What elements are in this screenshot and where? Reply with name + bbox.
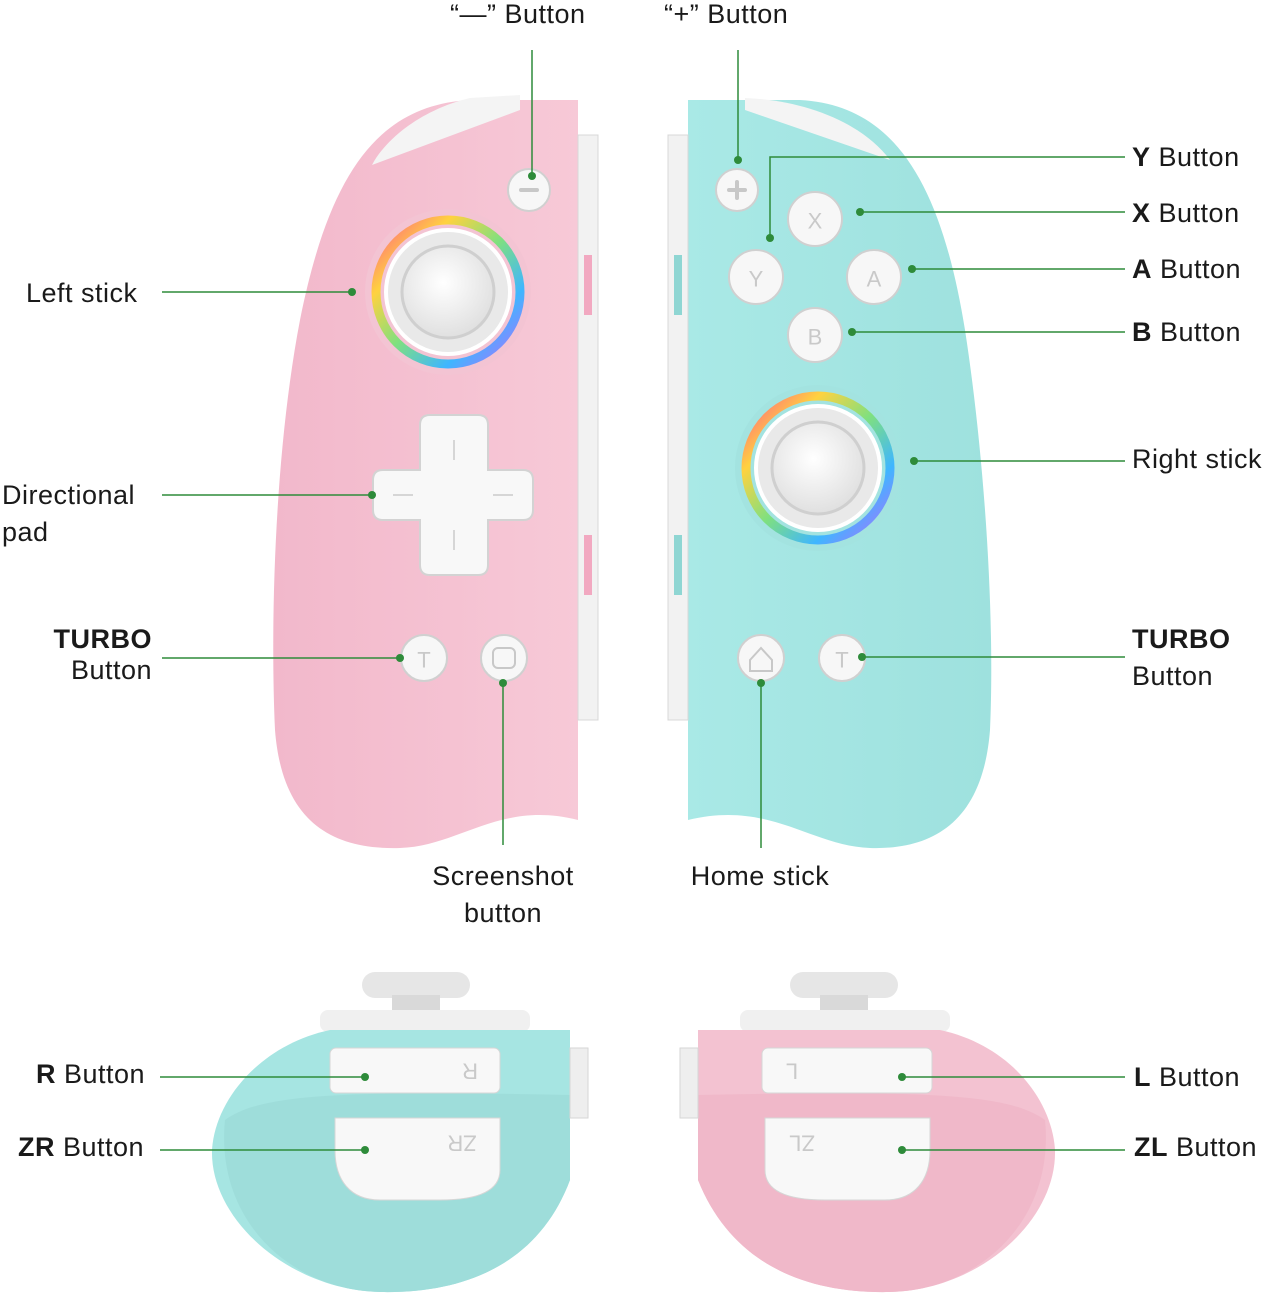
r-button-label: R Button	[36, 1059, 146, 1089]
left-controller-top-view: L ZL	[679, 972, 1056, 1293]
l-glyph: L	[786, 1059, 798, 1084]
b-word: Button	[1160, 317, 1242, 347]
minus-button-label: “—” Button	[450, 0, 586, 29]
zl-button[interactable]: ZL	[764, 1117, 931, 1201]
left-controller: T	[273, 95, 599, 849]
l-button[interactable]: L	[761, 1047, 933, 1094]
turbo-right-label-line2: Button	[1132, 661, 1214, 691]
dpad-label-line2: pad	[2, 517, 49, 547]
turbo-left-button[interactable]: T	[400, 634, 448, 682]
a-word: Button	[1160, 254, 1242, 284]
r-glyph: R	[462, 1059, 478, 1084]
a-key: A	[1132, 254, 1152, 284]
home-button[interactable]	[737, 634, 785, 682]
left-rail	[577, 134, 599, 721]
leader-lines	[160, 50, 1125, 1151]
turbo-right-label-line1: TURBO	[1132, 624, 1231, 654]
b-glyph: B	[808, 325, 823, 350]
home-label: Home stick	[690, 861, 830, 891]
b-button[interactable]: B	[787, 307, 843, 363]
directional-pad[interactable]	[372, 414, 534, 576]
screenshot-button[interactable]	[480, 634, 528, 682]
zl-glyph: ZL	[789, 1131, 815, 1156]
right-controller-top-view: R ZR	[211, 972, 589, 1293]
right-rail	[667, 134, 689, 721]
zr-glyph: ZR	[447, 1131, 476, 1156]
x-word: Button	[1158, 198, 1240, 228]
dpad-label-line1: Directional	[2, 480, 136, 510]
left-stick[interactable]	[365, 209, 531, 375]
b-button-label: B Button	[1132, 314, 1241, 350]
turbo-right-glyph: T	[835, 648, 848, 673]
plus-button-label: “+” Button	[664, 0, 789, 29]
y-button[interactable]: Y	[728, 249, 784, 305]
x-button[interactable]: X	[787, 191, 843, 247]
r-button[interactable]: R	[329, 1047, 501, 1094]
y-glyph: Y	[749, 267, 764, 292]
right-stick-label: Right stick	[1132, 444, 1263, 474]
l-button-label: L Button	[1134, 1062, 1241, 1092]
a-button[interactable]: A	[846, 249, 902, 305]
y-word: Button	[1158, 142, 1240, 172]
x-glyph: X	[808, 209, 823, 234]
turbo-right-button[interactable]: T	[818, 634, 866, 682]
x-button-label: X Button	[1132, 195, 1240, 231]
plus-button[interactable]	[715, 168, 759, 212]
right-controller: X Y A B T	[667, 98, 992, 849]
minus-button[interactable]	[507, 168, 551, 212]
b-key: B	[1132, 317, 1152, 347]
zr-button-label: ZR Button	[18, 1132, 145, 1162]
turbo-left-label-line1: TURBO	[53, 624, 152, 654]
zl-button-label: ZL Button	[1134, 1132, 1258, 1162]
screenshot-label-line1: Screenshot	[432, 861, 574, 891]
right-stick[interactable]	[735, 385, 901, 551]
x-key: X	[1132, 198, 1151, 228]
leader-dots	[348, 156, 918, 1154]
turbo-left-glyph: T	[417, 648, 430, 673]
turbo-left-label-line2: Button	[70, 655, 152, 685]
zr-button[interactable]: ZR	[334, 1117, 501, 1201]
left-stick-label: Left stick	[26, 278, 138, 308]
y-key: Y	[1132, 142, 1151, 172]
y-button-label: Y Button	[1132, 139, 1240, 175]
screenshot-label-line2: button	[463, 898, 543, 928]
a-glyph: A	[867, 267, 882, 292]
a-button-label: A Button	[1132, 251, 1241, 287]
